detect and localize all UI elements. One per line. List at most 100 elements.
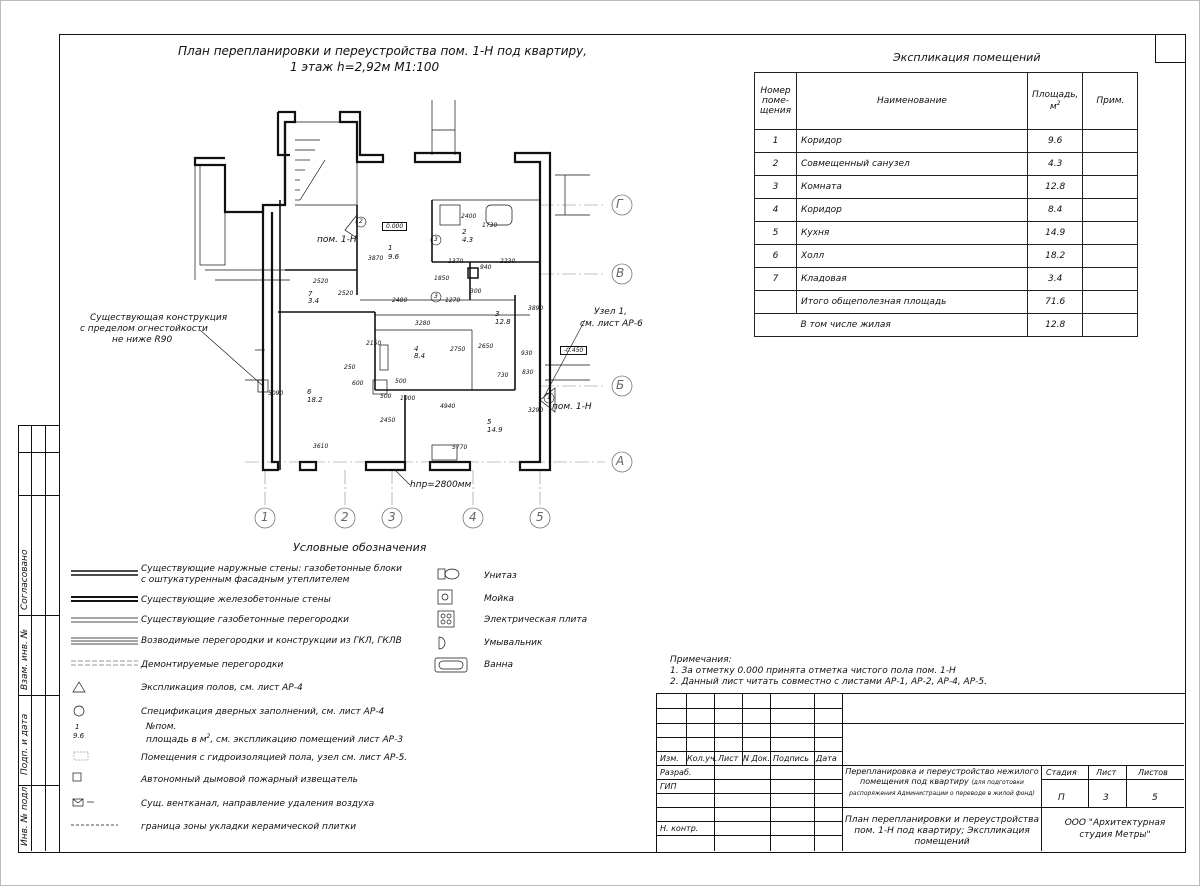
dim-label: 500 — [395, 378, 407, 385]
axis-label-a: А — [616, 454, 625, 468]
header-area: Площадь, м2 — [1026, 72, 1084, 130]
company-name: ООО "Архитектурная студия Метры" — [1064, 818, 1166, 840]
room-4-num: 4 — [414, 345, 419, 353]
legend-item-2: Существующие железобетонные стены — [141, 595, 331, 605]
header-name: Наименование — [796, 72, 1028, 130]
sheet-value: 3 — [1103, 793, 1109, 803]
legend-item-6: Экспликация полов, см. лист АР-4 — [141, 683, 303, 693]
dim-label: 5770 — [452, 444, 468, 451]
axis-label-v: В — [616, 266, 625, 280]
stage-value: П — [1058, 793, 1065, 803]
explication-title: Экспликация помещений — [893, 51, 1041, 64]
header-num: Номер поме- щения — [754, 72, 797, 130]
dim-label: 2480 — [392, 297, 408, 304]
room-2-area: 4.3 — [462, 236, 474, 244]
dim-label: 2650 — [478, 343, 494, 350]
ceiling-height: hпр=2800мм — [410, 480, 472, 490]
room-2-num: 2 — [462, 228, 467, 236]
dim-label: 3890 — [528, 305, 544, 312]
door-mark: 1 — [547, 394, 551, 401]
existing-note-line2: с пределом огнестойкости — [80, 324, 208, 334]
dim-label: 2450 — [380, 417, 396, 424]
dim-label: 830 — [522, 369, 534, 376]
fixture-washbasin: Умывальник — [484, 638, 543, 648]
legend-item-4: Возводимые перегородки и конструкции из … — [141, 636, 402, 646]
fixture-sink: Мойка — [484, 594, 515, 604]
axis-label-1: 1 — [261, 510, 269, 524]
dim-label: 5090 — [268, 390, 284, 397]
uzel-note-line1: Узел 1, — [594, 307, 628, 317]
legend-item-7: Спецификация дверных заполнений, см. лис… — [141, 707, 385, 717]
legend-sample-num: 1 — [75, 723, 80, 731]
stamp-replaced-inv: Взам. инв. № — [20, 628, 30, 690]
room-4-area: 8.4 — [414, 352, 426, 360]
axis-label-3: 3 — [388, 510, 396, 524]
room-3-area: 12.8 — [495, 318, 511, 326]
stamp-inv-orig: Инв. № подл. — [20, 783, 30, 846]
stage-label: Стадия — [1046, 768, 1077, 777]
dim-label: 300 — [470, 288, 482, 295]
legend-item-12: граница зоны укладки керамической плитки — [141, 822, 357, 832]
role-nkontr: Н. контр. — [660, 824, 699, 833]
notes-title: Примечания: — [670, 655, 732, 665]
axis-label-b: Б — [616, 378, 625, 392]
project-title: Перепланировка и переустройство нежилого… — [845, 767, 1039, 797]
sheet-label: Лист — [1096, 768, 1117, 777]
dim-label: 1270 — [445, 297, 461, 304]
frame-corner-box — [1155, 34, 1185, 63]
col-data: Дата — [816, 754, 837, 763]
existing-note-line1: Существующая конструкция — [90, 313, 228, 323]
room-1-num: 1 — [388, 244, 393, 252]
legend-item-11: Сущ. вентканал, направление удаления воз… — [141, 799, 375, 809]
axis-label-4: 4 — [469, 510, 477, 524]
dim-label: 3280 — [415, 320, 431, 327]
title-block — [656, 693, 1185, 852]
axis-label-2: 2 — [341, 510, 349, 524]
uzel-note-line2: см. лист АР-6 — [580, 319, 643, 329]
legend-sample-area: 9.6 — [73, 732, 85, 740]
level-mark-neg: -0.450 — [560, 346, 588, 355]
legend-item-3: Существующие газобетонные перегородки — [141, 615, 350, 625]
dim-label: 2750 — [450, 346, 466, 353]
stamp-agreed: Согласовано — [20, 549, 30, 610]
col-koluch: Кол.уч. — [687, 754, 718, 763]
legend-item-8a: №пом. — [146, 722, 177, 732]
total-row: Итого общеполезная площадь 71.6 — [754, 290, 1139, 314]
room-7-num: 7 — [308, 290, 313, 298]
role-gip: ГИП — [660, 782, 677, 791]
legend-item-8b: площадь в м2, см. экспликацию помещений … — [146, 733, 404, 745]
dim-label: 2520 — [313, 278, 329, 285]
sheet-title: План перепланировки и переустройства пом… — [845, 815, 1039, 847]
dim-label: 3290 — [528, 407, 544, 414]
room-1-area: 9.6 — [388, 253, 400, 261]
dim-label: 250 — [344, 364, 356, 371]
drawing-frame — [59, 34, 1186, 853]
dim-label: 2520 — [338, 290, 354, 297]
role-razrab: Разраб. — [660, 768, 692, 777]
dim-label: 600 — [352, 380, 364, 387]
room-5-area: 14.9 — [487, 426, 503, 434]
notes-line2: 2. Данный лист читать совместно с листам… — [670, 677, 987, 687]
dim-label: 730 — [497, 372, 509, 379]
dim-label: 2230 — [500, 258, 516, 265]
table-header-row: Номер поме- щения Наименование Площадь, … — [754, 72, 1139, 130]
room-5-num: 5 — [487, 418, 492, 426]
dim-label: 930 — [521, 350, 533, 357]
legend-title: Условные обозначения — [293, 541, 427, 554]
door-mark: 3 — [434, 236, 438, 243]
dim-label: 4940 — [440, 403, 456, 410]
living-row: В том числе жилая 12.8 — [754, 313, 1139, 337]
stamp-sign-date: Подп. и дата — [20, 713, 30, 775]
left-stamp — [18, 425, 60, 853]
plan-title-line1: План перепланировки и переустройства пом… — [178, 44, 588, 58]
fixture-icons — [434, 568, 468, 673]
explication-table: Номер поме- щения Наименование Площадь, … — [754, 72, 1139, 337]
pom-label: пом. 1-Н — [317, 235, 357, 245]
fixture-bath: Ванна — [484, 660, 513, 670]
door-mark: 2 — [359, 218, 363, 225]
col-list: Лист — [718, 754, 739, 763]
